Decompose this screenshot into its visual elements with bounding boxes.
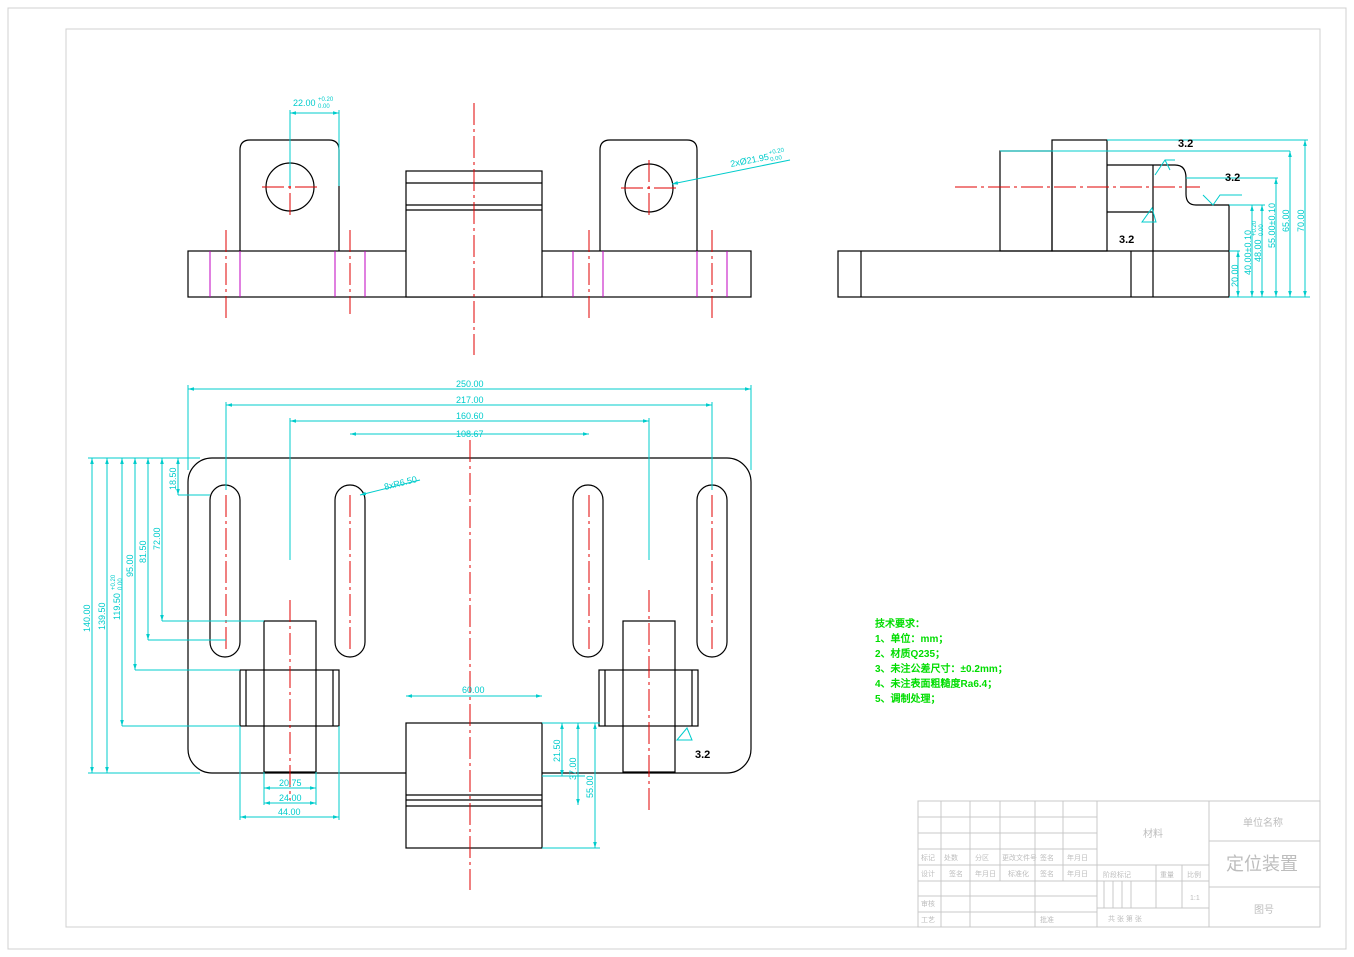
- front-hole-axes: [209, 251, 728, 297]
- tb-approve: 批准: [1040, 915, 1054, 924]
- technical-notes: 技术要求： 1、单位：mm； 2、材质Q235； 3、未注公差尺寸：±0.2mm…: [875, 617, 1008, 705]
- side-column: [999, 150, 1053, 252]
- side-block: [1051, 139, 1108, 252]
- tb-row2-label-5: 签名: [1040, 869, 1054, 878]
- dim-side-55: 55.00±0.10: [1267, 203, 1277, 248]
- tb-row1-label-2: 处数: [944, 853, 958, 862]
- dim-plan-55: 55.00: [585, 775, 595, 798]
- tb-review: 审核: [921, 899, 935, 908]
- tb-process: 工艺: [921, 916, 935, 924]
- tb-row1-label-1: 标记: [921, 853, 935, 862]
- notes-item-1: 1、单位：mm；: [875, 632, 948, 645]
- tb-stage-label: 阶段标记: [1103, 870, 1131, 879]
- tb-sheets: 共 张 第 张: [1108, 914, 1142, 923]
- notes-item-3: 3、未注公差尺寸：±0.2mm；: [875, 662, 1008, 675]
- tb-row2-label-2: 签名: [949, 869, 963, 878]
- dim-hole-position-tol-lower: 0.00: [318, 104, 330, 110]
- sheet-border-outer: [7, 7, 1347, 950]
- dim-side-48: 48.00: [1253, 239, 1263, 262]
- tb-material: 材料: [1143, 827, 1163, 840]
- tb-row1-label-3: 分区: [975, 853, 989, 862]
- side-dimensions: [1000, 139, 1310, 298]
- dim-plan-250: 250.00: [456, 379, 484, 389]
- tb-row2-label-4: 标准化: [1008, 869, 1029, 878]
- dim-plan-95: 95.00: [125, 554, 135, 577]
- dim-plan-108: 108.67: [456, 429, 484, 439]
- tb-drawing-name: 定位装置: [1226, 854, 1298, 874]
- dim-side-48-tol-lower: 0.00: [1259, 224, 1265, 236]
- dim-plan-72: 72.00: [152, 527, 162, 550]
- front-right-bracket: [599, 139, 698, 251]
- plan-centerlines: [225, 440, 713, 890]
- tb-row2-label-6: 年月日: [1067, 869, 1088, 878]
- dim-plan-slot-radius: 8xR6.50: [383, 474, 418, 492]
- dim-hole-position-tol-upper: +0.20: [318, 97, 334, 103]
- plan-slot-1: [209, 484, 241, 658]
- side-roughness-1: 3.2: [1178, 138, 1193, 150]
- dim-plan-60: 60.00: [462, 685, 485, 695]
- dim-hole-diameter-tol-upper: +0.20: [769, 148, 786, 157]
- dim-plan-140: 140.00: [82, 604, 92, 632]
- tb-row1-label-5: 签名: [1040, 853, 1054, 862]
- dim-plan-21: 21.50: [552, 739, 562, 762]
- dim-plan-37: 37.00: [568, 757, 578, 780]
- dim-plan-24: 24.00: [279, 793, 302, 803]
- notes-item-4: 4、未注表面粗糙度Ra6.4；: [875, 677, 997, 690]
- plan-center-block: [405, 722, 543, 849]
- dim-plan-18: 18.50: [168, 467, 178, 490]
- dim-side-65: 65.00: [1281, 209, 1291, 232]
- plan-roughness: 3.2: [695, 749, 710, 761]
- side-roughness-3: 3.2: [1119, 234, 1134, 246]
- plan-slot-3: [572, 484, 604, 658]
- dim-plan-119-tol-lower: 0.00: [118, 578, 124, 590]
- dim-side-20: 20.00: [1230, 264, 1240, 287]
- side-shaft: [1107, 164, 1230, 251]
- sheet-border-inner: [65, 28, 1321, 928]
- notes-item-5: 5、调制处理；: [875, 692, 941, 705]
- dim-side-48-tol-upper: +0.20: [1252, 220, 1258, 236]
- tb-drawing-no: 图号: [1254, 904, 1274, 916]
- tb-row2-label-1: 设计: [921, 869, 935, 878]
- title-block: [917, 800, 1321, 928]
- dim-hole-position: 22.00: [293, 98, 316, 108]
- plan-slot-2: [334, 484, 366, 658]
- dim-plan-217: 217.00: [456, 395, 484, 405]
- tb-row2-label-3: 年月日: [975, 869, 996, 878]
- dim-plan-20: 20.75: [279, 778, 302, 788]
- front-centerlines: [225, 103, 713, 355]
- side-view: [837, 139, 1230, 298]
- tb-scale: 1:1: [1190, 895, 1200, 902]
- dim-hole-diameter-tol-lower: 0.00: [770, 155, 783, 163]
- plan-dimensions: [88, 385, 752, 849]
- dim-plan-119-tol-upper: +0.20: [111, 574, 117, 590]
- tb-row1-label-6: 年月日: [1067, 853, 1088, 862]
- side-roughness-2: 3.2: [1225, 172, 1240, 184]
- tb-weight-label: 重量: [1160, 871, 1174, 879]
- front-dimensions: [289, 110, 791, 186]
- dim-plan-81: 81.50: [138, 540, 148, 563]
- tb-row1-label-4: 更改文件号: [1002, 853, 1037, 862]
- front-view: [187, 139, 752, 298]
- dim-plan-44: 44.00: [278, 807, 301, 817]
- dim-side-40: 40.00±0.10: [1243, 230, 1253, 275]
- tb-company: 单位名称: [1243, 816, 1283, 829]
- dim-plan-119: 119.50: [112, 593, 122, 620]
- notes-item-2: 2、材质Q235；: [875, 647, 945, 660]
- dim-plan-139: 139.50: [97, 602, 107, 630]
- dim-hole-diameter: 2xØ21.95: [729, 152, 769, 169]
- notes-title: 技术要求：: [875, 617, 925, 630]
- side-base-plate: [837, 250, 1230, 298]
- tb-scale-label: 比例: [1187, 870, 1201, 879]
- dim-plan-160: 160.60: [456, 411, 484, 421]
- dim-side-70: 70.00: [1296, 209, 1306, 232]
